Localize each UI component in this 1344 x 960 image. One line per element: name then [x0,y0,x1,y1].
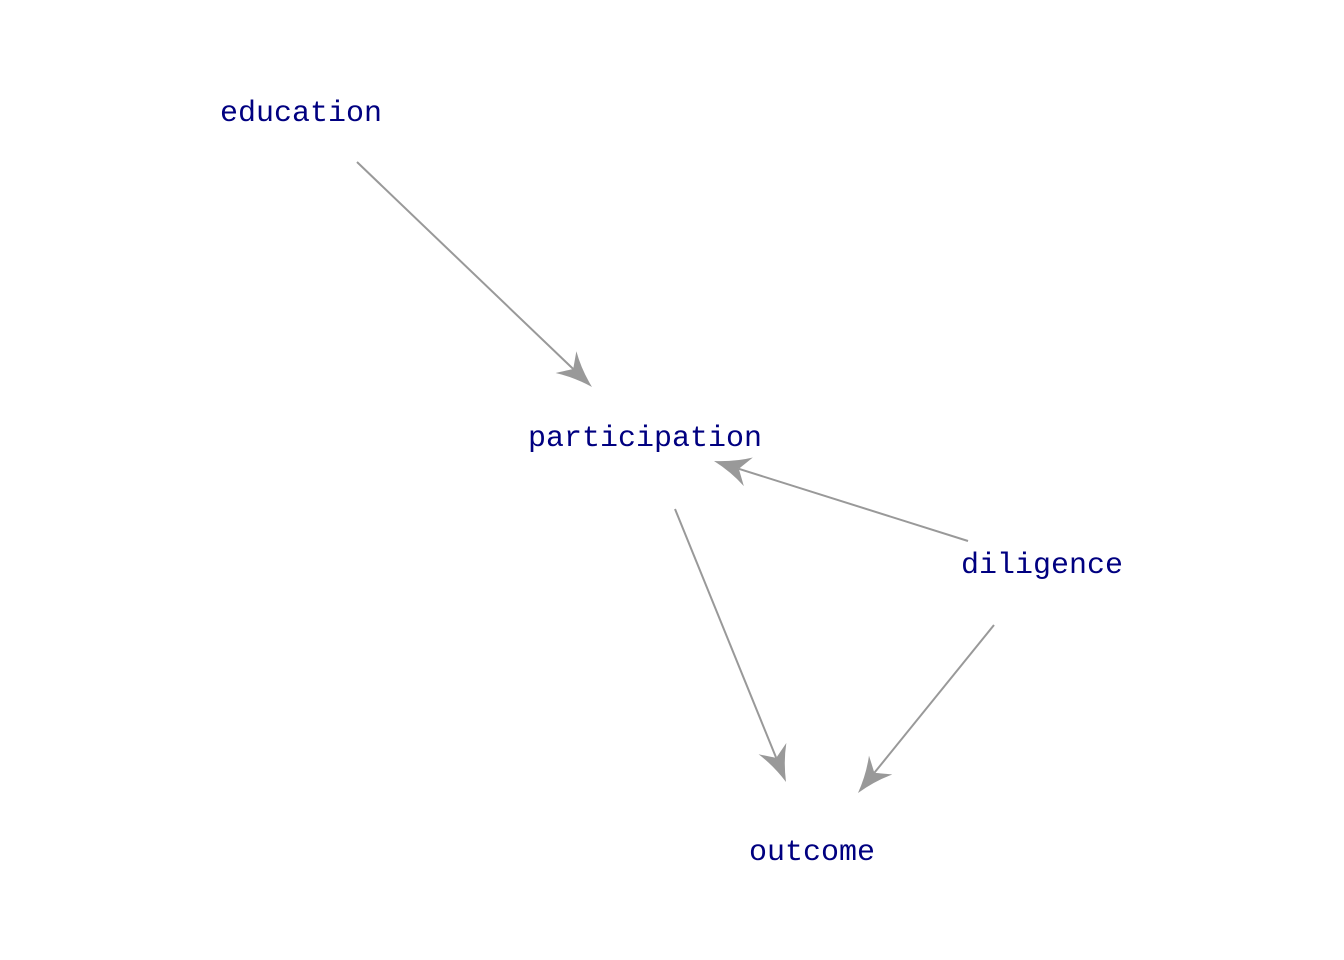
edge-arrowhead [555,351,592,387]
node-education: education [220,97,382,131]
node-diligence: diligence [961,549,1123,583]
edge-line [738,467,969,542]
edge-participation-to-outcome [674,508,787,782]
edge-line [873,624,995,774]
edge-diligence-to-participation [714,457,969,542]
edge-line [356,161,574,370]
edge-education-to-participation [356,161,592,387]
node-outcome: outcome [749,836,875,870]
edge-line [674,508,778,759]
edges-layer [356,161,995,793]
edge-diligence-to-outcome [858,624,995,793]
edge-arrowhead [858,755,893,793]
edge-arrowhead [758,743,787,782]
edge-arrowhead [714,457,753,487]
node-participation: participation [528,422,762,456]
nodes-layer: education participation diligence outcom… [220,97,1123,870]
